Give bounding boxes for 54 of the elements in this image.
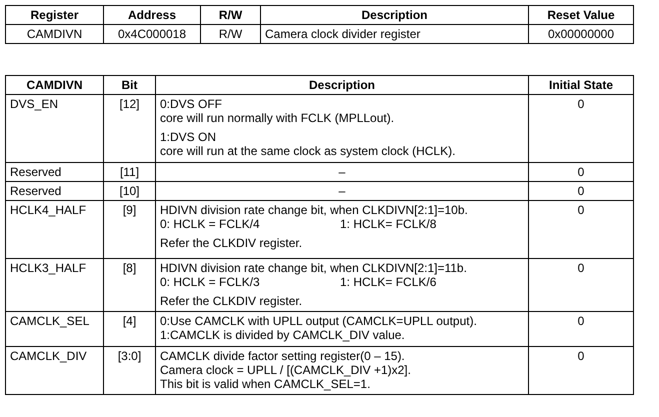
bit-range: [10]: [119, 184, 140, 198]
address-value: 0x4C000018: [118, 27, 186, 41]
description-text: Refer the CLKDIV register.: [160, 236, 304, 250]
description-text: Camera clock = UPLL / [(CAMCLK_DIV +1)x2].: [160, 363, 412, 377]
field-name: CAMCLK_DIV: [10, 349, 87, 363]
bit-range: [3:0]: [118, 349, 142, 363]
initial-value: 0: [578, 203, 584, 217]
column-header: Description: [361, 8, 428, 22]
initial-value: 0: [578, 349, 584, 363]
column-header: CAMDIVN: [26, 78, 82, 92]
column-header: Description: [308, 78, 375, 92]
description-text: 0: HCLK = FCLK/4: [160, 217, 261, 231]
column-header: Register: [30, 8, 79, 22]
description-text: 1: HCLK= FCLK/8: [340, 217, 438, 231]
field-name: Reserved: [10, 184, 62, 198]
description-text: –: [338, 184, 346, 198]
column-header: Address: [128, 8, 176, 22]
field-name: Reserved: [10, 165, 62, 179]
description-text: HDIVN division rate change bit, when CLKDIVN[2:1]=10b.: [160, 203, 469, 217]
column-header: Initial State: [548, 78, 613, 92]
description-text: 0:Use CAMCLK with UPLL output (CAMCLK=UPLL output).: [160, 314, 478, 328]
bit-range: [11]: [120, 165, 140, 179]
initial-value: 0: [578, 261, 584, 275]
description-text: 1:DVS ON: [160, 130, 218, 144]
description-text: 0:DVS OFF: [160, 97, 224, 111]
description-text: 0: HCLK = FCLK/3: [160, 275, 261, 289]
description-text: Refer the CLKDIV register.: [160, 294, 304, 308]
description-text: core will run normally with FCLK (MPLLout).: [160, 111, 396, 125]
description-text: This bit is valid when CAMCLK_SEL=1.: [160, 377, 372, 391]
initial-value: 0: [578, 314, 584, 328]
bit-range: [9]: [122, 203, 136, 217]
initial-value: 0: [578, 184, 584, 198]
initial-value: 0: [578, 165, 584, 179]
access-type: R/W: [218, 27, 242, 41]
description-text: Camera clock divider register: [265, 27, 420, 41]
field-name: HCLK3_HALF: [10, 261, 86, 275]
register-name: CAMDIVN: [26, 27, 82, 41]
description-text: CAMCLK divide factor setting register(0 – 15).: [160, 349, 406, 363]
reset-value: 0x00000000: [548, 27, 614, 41]
initial-value: 0: [578, 97, 584, 111]
field-name: DVS_EN: [10, 97, 58, 111]
bit-range: [4]: [122, 314, 136, 328]
field-name: HCLK4_HALF: [10, 203, 86, 217]
column-header: Reset Value: [547, 8, 615, 22]
description-text: –: [338, 165, 346, 179]
description-text: 1: HCLK= FCLK/6: [340, 275, 438, 289]
column-header: R/W: [218, 8, 242, 22]
field-name: CAMCLK_SEL: [10, 314, 90, 328]
column-header: Bit: [122, 78, 138, 92]
description-text: 1:CAMCLK is divided by CAMCLK_DIV value.: [160, 328, 406, 342]
bit-range: [12]: [119, 97, 140, 111]
description-text: HDIVN division rate change bit, when CLKDIVN[2:1]=11b.: [160, 261, 468, 275]
bit-range: [8]: [122, 261, 136, 275]
description-text: core will run at the same clock as system clock (HCLK).: [160, 144, 456, 158]
